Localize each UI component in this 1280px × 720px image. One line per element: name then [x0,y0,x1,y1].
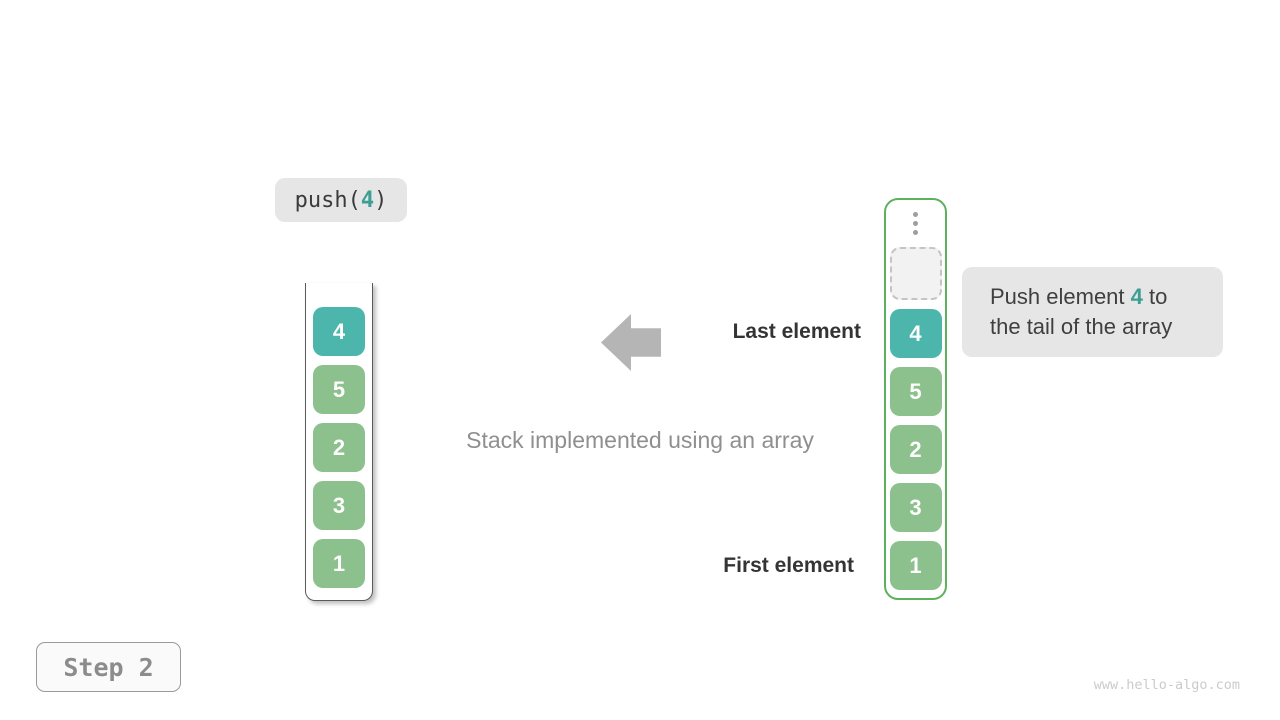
array-cell: 2 [889,425,942,474]
tooltip-line-2: the tail of the array [990,314,1173,339]
tooltip-text-after: to [1142,284,1168,309]
dashed-empty-slot [889,247,942,300]
tooltip: Push element 4 to the tail of the array [962,267,1223,357]
tooltip-highlight: 4 [1130,284,1143,309]
array-container: 4 5 2 3 1 [884,198,947,600]
stack-cell: 2 [313,423,365,472]
array-cell: 3 [889,483,942,532]
arrow-left-icon [601,314,661,371]
vertical-ellipsis-icon [913,208,918,238]
first-element-label: First element [723,554,854,577]
stack-cell: 3 [313,481,365,530]
push-call-prefix: push( [294,187,361,213]
stack-cell: 4 [313,307,365,356]
stack-cell: 5 [313,365,365,414]
tooltip-line-1: Push element 4 to [990,282,1223,312]
stack-container: 4 5 2 3 1 [305,283,373,601]
caption: Stack implemented using an array [466,427,814,453]
last-element-label: Last element [732,320,861,343]
push-call-arg: 4 [360,187,375,213]
array-cell: 5 [889,367,942,416]
stack-cell: 1 [313,539,365,588]
tooltip-text-before: Push element [990,284,1131,309]
push-call-suffix: ) [374,187,388,213]
array-cell: 4 [889,309,942,358]
array-cell: 1 [889,541,942,590]
watermark: www.hello-algo.com [1093,677,1240,693]
step-badge: Step 2 [36,642,181,692]
push-call-badge: push(4) [275,178,407,222]
